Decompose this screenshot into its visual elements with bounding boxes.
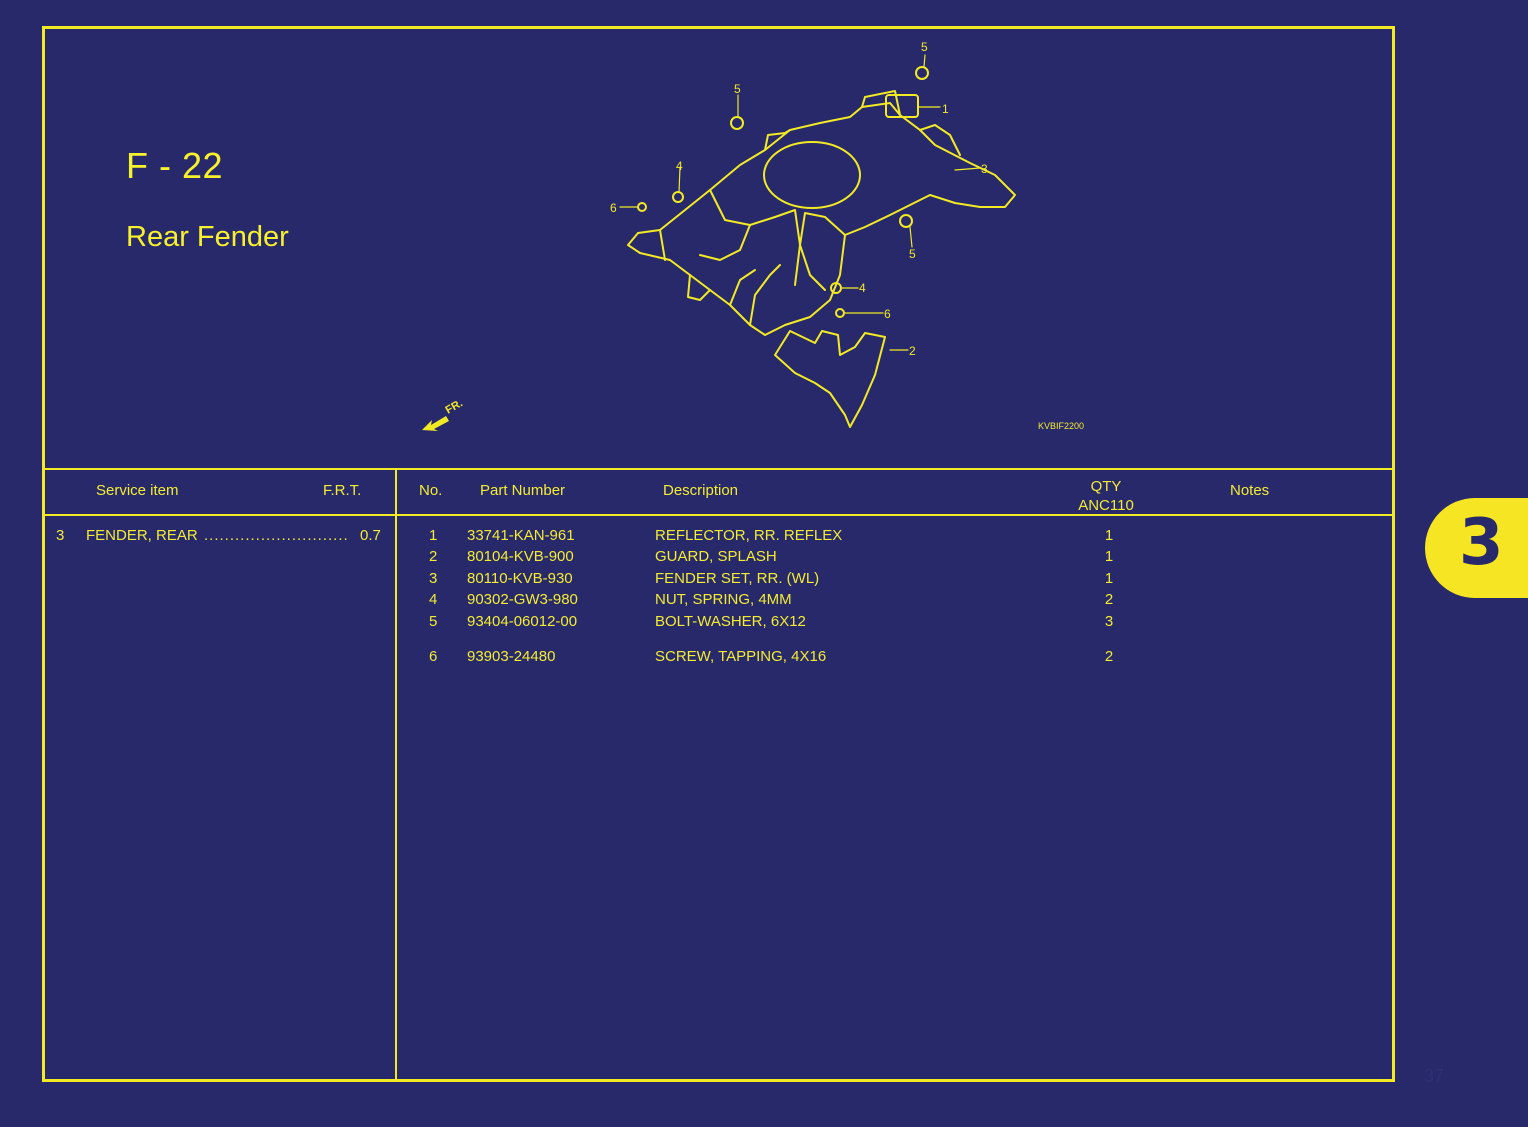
callout-label: 5 (734, 82, 741, 96)
model-header: ANC110 (1078, 497, 1134, 514)
part-number: 33741-KAN-961 (467, 527, 575, 544)
page-title: Rear Fender (126, 221, 289, 253)
part-no: 6 (429, 648, 438, 665)
rear-fender-diagram: 5 1 5 3 4 6 5 4 6 2 (610, 40, 1016, 428)
callout-label: 3 (981, 162, 988, 176)
page-code: F - 22 (126, 145, 224, 186)
notes-header: Notes (1230, 482, 1270, 499)
service-item-frt: 0.7 (360, 527, 381, 544)
part-description: GUARD, SPLASH (655, 548, 777, 565)
service-item-leader: ........................................… (204, 527, 348, 544)
callout-label: 6 (884, 307, 891, 321)
callout-label: 5 (921, 40, 928, 54)
reflector-shape (885, 94, 919, 118)
front-mark-label: FR. (444, 397, 465, 416)
callout-label: 2 (909, 344, 916, 358)
callout-label: 5 (909, 247, 916, 261)
screw-shape (835, 308, 845, 318)
table-divider (395, 469, 397, 1082)
fender-body-shape (627, 102, 1016, 336)
service-item-header: Service item (96, 482, 179, 499)
nut-shape (672, 191, 684, 203)
part-description: FENDER SET, RR. (WL) (655, 570, 820, 587)
bolt-shape (730, 116, 744, 130)
callout-label: 6 (610, 201, 617, 215)
part-no: 2 (429, 548, 438, 565)
service-item-ref: 3 (56, 527, 65, 544)
nut-shape (830, 282, 842, 294)
qty-header: QTY (1090, 478, 1122, 495)
part-description: REFLECTOR, RR. REFLEX (655, 527, 843, 544)
frt-header: F.R.T. (323, 482, 362, 499)
part-no: 1 (429, 527, 438, 544)
bolt-shape (915, 66, 929, 80)
section-tab[interactable]: 3 (1425, 498, 1528, 598)
part-qty: 1 (1104, 570, 1114, 587)
part-qty: 1 (1104, 548, 1114, 565)
bolt-shape (899, 214, 913, 228)
screw-shape (637, 202, 647, 212)
part-qty: 2 (1104, 648, 1114, 665)
part-qty: 1 (1104, 527, 1114, 544)
service-item-name: FENDER, REAR (86, 527, 198, 544)
part-no: 3 (429, 570, 438, 587)
callout-label: 4 (859, 281, 866, 295)
part-number-header: Part Number (480, 482, 566, 499)
part-number: 80104-KVB-900 (467, 548, 574, 565)
fender-opening-shape (763, 141, 861, 209)
part-qty: 2 (1104, 591, 1114, 608)
page-number: 37 (1424, 1066, 1445, 1086)
part-number: 90302-GW3-980 (467, 591, 578, 608)
part-no: 4 (429, 591, 438, 608)
callout-label: 4 (676, 159, 683, 173)
table-top-rule (44, 468, 1395, 470)
no-header: No. (419, 482, 443, 499)
front-direction-arrow-icon: FR. (422, 397, 465, 431)
part-description: NUT, SPRING, 4MM (655, 591, 792, 608)
illustration-code: KVBIF2200 (1038, 421, 1085, 431)
table-header-rule (44, 514, 1395, 516)
page-frame (42, 26, 1395, 1082)
description-header: Description (663, 482, 739, 499)
part-no: 5 (429, 613, 438, 630)
part-description: SCREW, TAPPING, 4X16 (655, 648, 827, 665)
part-number: 93903-24480 (467, 648, 556, 665)
splash-guard-shape (774, 330, 886, 428)
section-tab-number: 3 (1459, 506, 1504, 580)
callout-label: 1 (942, 102, 949, 116)
part-description: BOLT-WASHER, 6X12 (655, 613, 806, 630)
part-qty: 3 (1104, 613, 1114, 630)
part-number: 93404-06012-00 (467, 613, 578, 630)
part-number: 80110-KVB-930 (467, 570, 573, 587)
